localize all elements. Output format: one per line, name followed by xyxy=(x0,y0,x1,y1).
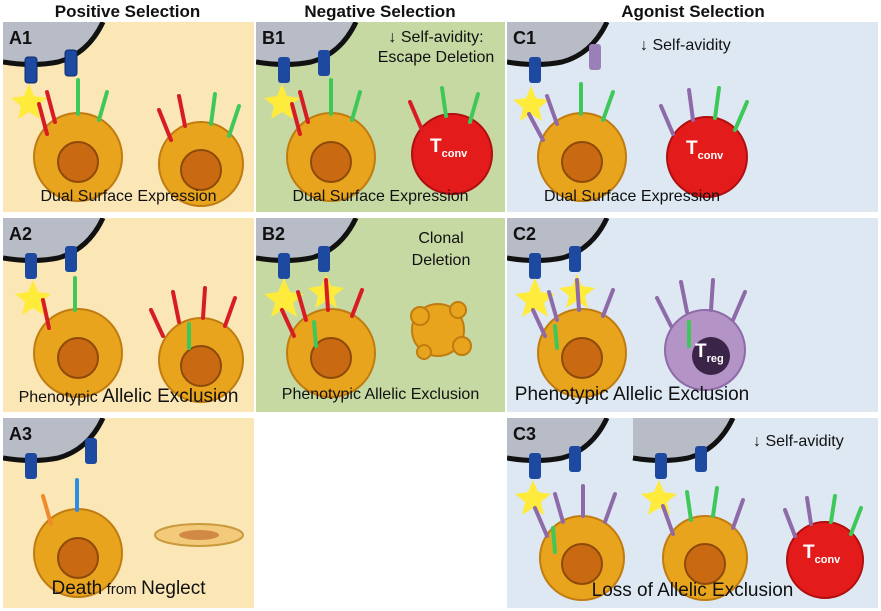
panel-b2-caption: Phenotypic Allelic Exclusion xyxy=(281,386,480,403)
tconv-label-c1-sub: conv xyxy=(697,149,724,162)
b2-illustration xyxy=(256,218,472,398)
panel-c1-note: ↓ Self-avidity xyxy=(640,37,731,54)
b1-illustration xyxy=(256,22,493,202)
a3-illustration xyxy=(3,418,244,598)
panel-b1-tag: B1 xyxy=(262,28,286,48)
panel-b1-note: ↓ Self-avidity: Escape Deletion xyxy=(368,28,504,68)
tconv-label-b1-main: T xyxy=(430,136,442,157)
panel-c2-tag: C2 xyxy=(513,224,537,244)
treg-label-c2-main: T xyxy=(695,341,707,362)
a2-illustration xyxy=(3,218,244,403)
panel-a2: A2 Phenotypic Allelic Exclusion xyxy=(3,218,254,412)
panel-b1-note-line2: Escape Deletion xyxy=(377,49,495,66)
header-agonist-selection: Agonist Selection xyxy=(621,2,765,21)
panel-a3-caption-post: Neglect xyxy=(141,578,206,599)
panel-a3-tag: A3 xyxy=(9,424,33,444)
panel-b1: B1 ↓ Self-avidity: Escape Deletion Tconv… xyxy=(256,22,505,212)
panel-a2-caption-post: Allelic Exclusion xyxy=(102,386,239,407)
tconv-label-b1: Tconv xyxy=(430,136,467,160)
c2-illustration xyxy=(507,218,747,398)
panel-c2-caption: Phenotypic Allelic Exclusion xyxy=(514,384,750,405)
panel-a1-tag: A1 xyxy=(9,28,33,48)
panel-b2-tag: B2 xyxy=(262,224,286,244)
tconv-label-c3: Tconv xyxy=(803,542,840,566)
panel-c1-tag: C1 xyxy=(513,28,537,48)
panel-b1-note-line1: ↓ Self-avidity: xyxy=(388,29,484,46)
panel-a1-caption: Dual Surface Expression xyxy=(40,188,217,205)
panel-a3-caption-pre: Death xyxy=(51,578,103,599)
tconv-label-c3-sub: conv xyxy=(814,553,841,566)
panel-c1-caption: Dual Surface Expression xyxy=(543,188,721,205)
header-negative-selection: Negative Selection xyxy=(304,2,456,21)
panel-a2-tag: A2 xyxy=(9,224,33,244)
panel-c2: C2 Treg Phenotypic Allelic Exclusion xyxy=(507,218,878,412)
treg-label-c2-sub: reg xyxy=(706,352,724,365)
c3-illustration xyxy=(507,418,864,601)
tconv-label-c1-main: T xyxy=(686,138,698,159)
panel-a3-caption: Death from Neglect xyxy=(3,578,254,600)
panel-a3: A3 Death from Neglect xyxy=(3,418,254,608)
tconv-label-b1-sub: conv xyxy=(441,147,468,160)
panel-b2-note: Clonal Deletion xyxy=(396,228,486,272)
panel-a2-caption-pre: Phenotypic xyxy=(18,389,98,406)
panel-c1: C1 ↓ Self-avidity Tconv Dual Surface Exp… xyxy=(507,22,878,212)
panel-b2-note-line2: Deletion xyxy=(411,252,471,269)
panel-c3: C3 ↓ Self-avidity Tconv Loss of Allelic … xyxy=(507,418,878,608)
header-positive-selection: Positive Selection xyxy=(54,2,201,21)
treg-label-c2: Treg xyxy=(695,341,724,365)
panel-c3-caption: Loss of Allelic Exclusion xyxy=(591,580,794,601)
panel-b2: B2 Clonal Deletion Phenotypic Allelic Ex… xyxy=(256,218,505,412)
panel-a2-caption: Phenotypic Allelic Exclusion xyxy=(3,386,254,408)
panel-c3-note: ↓ Self-avidity xyxy=(753,433,844,450)
tconv-label-c1: Tconv xyxy=(686,138,723,162)
tconv-label-c3-main: T xyxy=(803,542,815,563)
a1-illustration xyxy=(3,22,244,207)
panel-b1-caption: Dual Surface Expression xyxy=(292,188,469,205)
panel-b2-note-line1: Clonal xyxy=(418,230,464,247)
panel-c3-tag: C3 xyxy=(513,424,537,444)
panel-a1: A1 Dual Surface Expression xyxy=(3,22,254,212)
panel-a3-caption-mid: from xyxy=(106,581,137,598)
c1-illustration xyxy=(507,22,749,202)
